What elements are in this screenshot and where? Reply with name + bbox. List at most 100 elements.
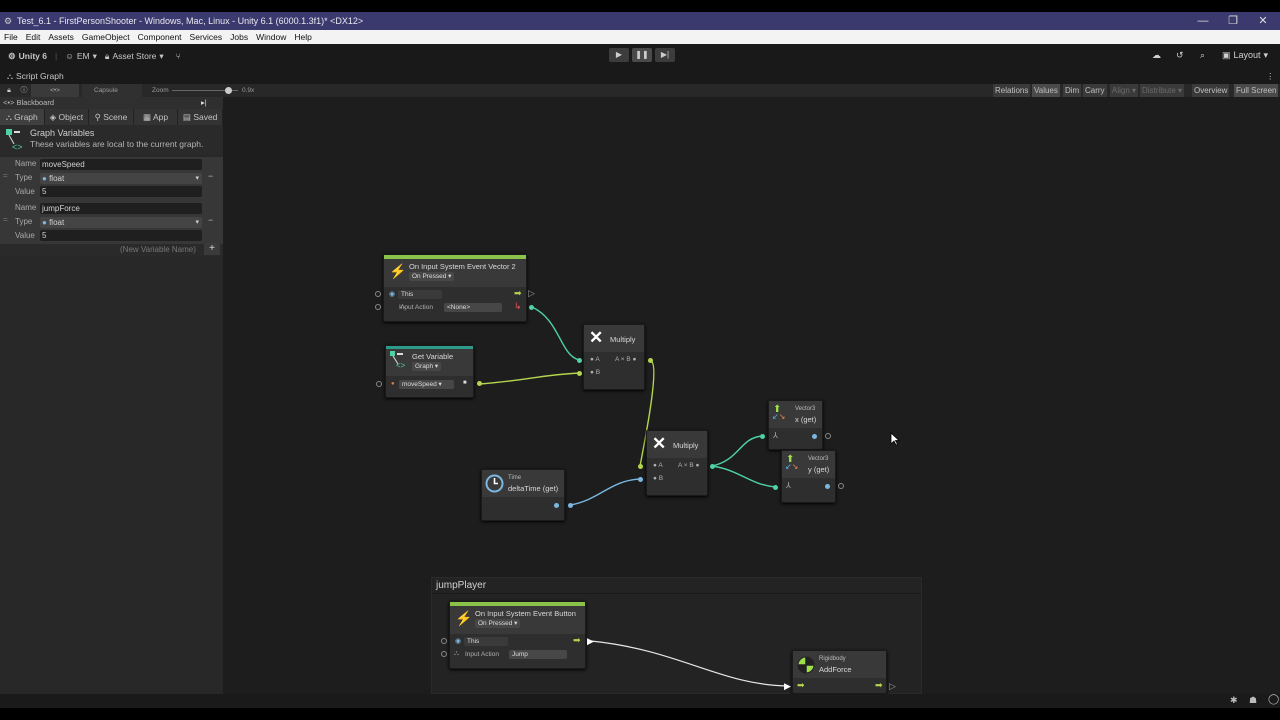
- menu-edit[interactable]: Edit: [25, 32, 41, 42]
- output-port[interactable]: [648, 358, 653, 363]
- variable-type-dropdown[interactable]: ● float ▾: [40, 173, 202, 184]
- dim-button[interactable]: Dim: [1063, 84, 1082, 97]
- variable-scope-dropdown[interactable]: Graph ▾: [412, 362, 442, 371]
- node-vector3-x[interactable]: ⬆ ↙↘ Vector3 x (get) ⅄: [768, 400, 823, 450]
- tab-app[interactable]: ▦ App: [134, 109, 179, 125]
- flow-out-port[interactable]: ▷: [889, 681, 896, 691]
- variable-name-field[interactable]: jumpForce: [40, 203, 202, 214]
- variable-name-dropdown[interactable]: moveSpeed ▾: [399, 380, 454, 389]
- blackboard-toggle-button[interactable]: <•>: [31, 84, 79, 97]
- new-variable-name-input[interactable]: (New Variable Name): [120, 245, 196, 254]
- input-port[interactable]: [773, 485, 778, 490]
- input-action-dropdown[interactable]: <None>: [444, 303, 502, 312]
- zoom-slider-handle[interactable]: [225, 87, 232, 94]
- node-vector3-y[interactable]: ⬆ ↙↘ Vector3 y (get) ⅄: [781, 450, 836, 503]
- play-button[interactable]: ▶: [609, 48, 629, 62]
- variable-value-field[interactable]: 5: [40, 186, 202, 197]
- node-rigidbody-addforce[interactable]: Rigidbody AddForce ➡ ➡: [792, 650, 887, 694]
- event-mode-dropdown[interactable]: On Pressed ▾: [409, 272, 455, 281]
- output-port[interactable]: [838, 483, 844, 489]
- tab-object[interactable]: ◈ Object: [45, 109, 90, 125]
- flow-out-icon[interactable]: ➡: [573, 635, 581, 645]
- remove-variable-button[interactable]: −: [208, 171, 214, 181]
- input-port[interactable]: [375, 304, 381, 310]
- carry-button[interactable]: Carry: [1083, 84, 1107, 97]
- more-options-icon[interactable]: ⋮: [1266, 70, 1275, 81]
- overview-button[interactable]: Overview: [1192, 84, 1230, 97]
- search-icon[interactable]: ⌕: [1200, 50, 1206, 60]
- flow-out-port[interactable]: ▷: [528, 288, 535, 298]
- this-field[interactable]: This: [464, 637, 508, 646]
- relations-button[interactable]: Relations: [993, 84, 1031, 97]
- node-multiply-2[interactable]: ✕ Multiply ● A A × B ● ● B: [646, 430, 708, 496]
- output-port[interactable]: [529, 305, 534, 310]
- capsule-breadcrumb[interactable]: Capsule: [82, 84, 142, 97]
- node-multiply-1[interactable]: ✕ Multiply ● A A × B ● ● B: [583, 324, 645, 390]
- menu-assets[interactable]: Assets: [48, 32, 74, 42]
- tab-graph[interactable]: ⛬ Graph: [0, 109, 45, 125]
- cache-server-icon[interactable]: ☗: [1249, 695, 1258, 705]
- dock-icon[interactable]: ▸|: [201, 98, 207, 107]
- input-port[interactable]: [376, 381, 382, 387]
- cloud-icon[interactable]: ☁: [1152, 50, 1161, 60]
- input-port[interactable]: [760, 434, 765, 439]
- input-port-b[interactable]: [638, 477, 643, 482]
- input-port[interactable]: [441, 638, 447, 644]
- history-icon[interactable]: ↺: [1176, 50, 1184, 60]
- add-variable-button[interactable]: +: [204, 243, 220, 255]
- input-action-dropdown[interactable]: Jump: [509, 650, 567, 659]
- pause-button[interactable]: ❚❚: [632, 48, 652, 62]
- input-port-a[interactable]: [638, 464, 643, 469]
- input-port-b[interactable]: [577, 371, 582, 376]
- flow-out-icon[interactable]: ➡: [514, 288, 522, 298]
- tab-saved[interactable]: ▤ Saved: [178, 109, 223, 125]
- menu-gameobject[interactable]: GameObject: [81, 32, 130, 42]
- event-mode-dropdown[interactable]: On Pressed ▾: [475, 619, 521, 628]
- asset-store-dropdown[interactable]: 🔒︎ Asset Store▾: [104, 50, 164, 62]
- unity-button[interactable]: ⚙ Unity 6: [8, 50, 47, 62]
- progress-check-icon[interactable]: ◯: [1268, 694, 1280, 705]
- node-get-variable[interactable]: <> Get Variable Graph ▾ ● moveSpeed ▾ ■: [385, 345, 474, 398]
- menu-help[interactable]: Help: [294, 32, 312, 42]
- input-port[interactable]: [441, 651, 447, 657]
- menu-jobs[interactable]: Jobs: [230, 32, 249, 42]
- drag-handle-icon[interactable]: =: [3, 215, 8, 224]
- node-time-deltatime[interactable]: Time deltaTime (get): [481, 469, 565, 521]
- tab-scene[interactable]: ⚲ Scene: [89, 109, 134, 125]
- node-on-input-button[interactable]: ⚡ On Input System Event Button On Presse…: [449, 601, 586, 669]
- debug-icon[interactable]: ✱: [1230, 695, 1238, 705]
- output-port[interactable]: [568, 503, 573, 508]
- values-button[interactable]: Values: [1032, 84, 1060, 97]
- info-icon[interactable]: ⓘ: [20, 87, 28, 94]
- minimize-button[interactable]: —: [1197, 15, 1209, 27]
- menu-file[interactable]: File: [4, 32, 18, 42]
- flow-in-port[interactable]: ▶: [784, 681, 791, 691]
- input-port-a[interactable]: [577, 358, 582, 363]
- output-port[interactable]: [477, 381, 482, 386]
- variable-value-field[interactable]: 5: [40, 230, 202, 241]
- this-field[interactable]: This: [398, 290, 442, 299]
- menu-window[interactable]: Window: [256, 32, 287, 42]
- node-on-input-vector2[interactable]: ⚡ On Input System Event Vector 2 On Pres…: [383, 254, 527, 322]
- input-port[interactable]: [375, 291, 381, 297]
- account-dropdown[interactable]: ☺ EM▾: [65, 50, 97, 62]
- remove-variable-button[interactable]: −: [208, 215, 214, 225]
- variable-type-dropdown[interactable]: ● float ▾: [40, 217, 202, 228]
- full-screen-button[interactable]: Full Screen: [1234, 84, 1279, 97]
- lock-icon[interactable]: 🔒︎: [7, 87, 11, 94]
- distribute-dropdown[interactable]: Distribute ▾: [1140, 84, 1185, 97]
- drag-handle-icon[interactable]: =: [3, 171, 8, 180]
- step-button[interactable]: ▶|: [655, 48, 675, 62]
- close-button[interactable]: ✕: [1258, 15, 1268, 27]
- script-graph-tab[interactable]: ⛬ Script Graph ⋮: [0, 68, 1280, 84]
- flow-out-port[interactable]: ▶: [587, 636, 594, 646]
- menu-component[interactable]: Component: [137, 32, 182, 42]
- layout-dropdown[interactable]: ▣Layout▾: [1222, 50, 1269, 60]
- version-control-button[interactable]: ⑂: [176, 51, 181, 61]
- menu-services[interactable]: Services: [189, 32, 223, 42]
- zoom-slider-track[interactable]: [172, 90, 238, 91]
- output-port[interactable]: [825, 433, 831, 439]
- align-dropdown[interactable]: Align ▾: [1110, 84, 1139, 97]
- variable-name-field[interactable]: moveSpeed: [40, 159, 202, 170]
- maximize-button[interactable]: ❐: [1228, 15, 1238, 27]
